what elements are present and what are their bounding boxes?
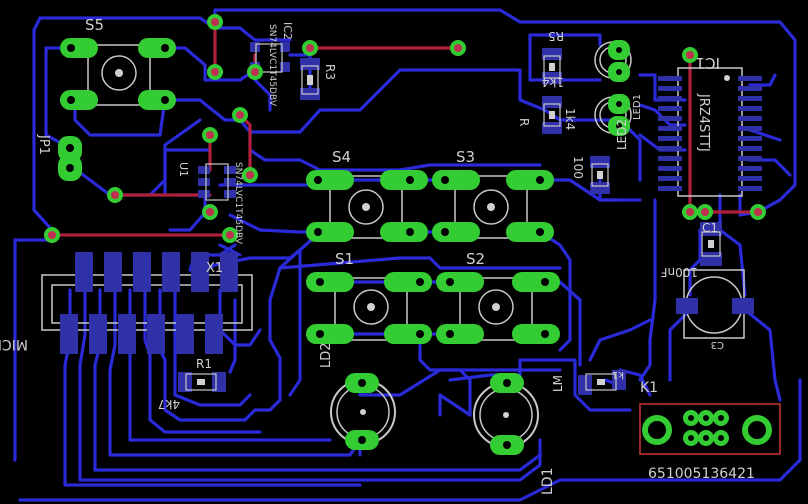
label-misc: LM (551, 375, 565, 392)
silkscreen-labels: S5 S4 S3 S1 S2 IC1 JRZ4STTJ IC2 SN74LVC1… (0, 16, 755, 495)
label-ic2: IC2 (281, 22, 294, 40)
smd-center-marks (197, 63, 714, 385)
label-k1-small: k1 (612, 369, 624, 380)
label-ic1-value: JRZ4STTJ (696, 93, 711, 152)
label-s5: S5 (85, 16, 104, 34)
top-layer-traces (50, 20, 760, 237)
label-s4: S4 (332, 148, 351, 166)
smd-pads (60, 42, 762, 395)
label-r4-value: 1k4 (563, 108, 577, 130)
label-c-small-value: 100 (571, 156, 585, 179)
label-ld1: LD1 (540, 468, 556, 496)
vias (44, 14, 766, 243)
label-led-top: LED1 (632, 94, 643, 120)
ic1-pin1-marker (724, 75, 730, 81)
label-r5: R5 (548, 29, 564, 43)
label-ic3-value: SN74LVC1T45DBV (233, 162, 243, 245)
label-part-number: 651005136421 (648, 466, 755, 482)
smd-bodies (185, 43, 721, 391)
pad-drill-holes (66, 44, 766, 449)
label-x1: X1 (206, 261, 223, 276)
label-ld2: LD2 (319, 342, 334, 368)
label-ic2-value: SN74LVC1T45DBV (267, 24, 277, 107)
label-s1: S1 (335, 250, 354, 268)
label-led2: LED2 (615, 119, 629, 150)
label-r1-value: 4k7 (158, 397, 180, 411)
label-c3: C3 (711, 339, 724, 350)
label-c1: C1 (702, 221, 718, 235)
label-k1: K1 (640, 380, 658, 396)
label-jp1: JP1 (36, 134, 51, 155)
label-r1: R1 (196, 357, 212, 371)
switch-center-marks (115, 69, 509, 418)
label-r3: R3 (323, 64, 337, 80)
label-s3: S3 (456, 148, 475, 166)
label-r-small: R (517, 118, 531, 126)
label-ic1: IC1 (696, 54, 720, 72)
label-micromatch: MICROMATCH-12SMD (0, 336, 28, 352)
label-c1-value: 100nF (660, 265, 698, 279)
label-s2: S2 (466, 250, 485, 268)
label-u1: U1 (177, 162, 190, 177)
label-r5-value: 1k4 (542, 75, 564, 89)
